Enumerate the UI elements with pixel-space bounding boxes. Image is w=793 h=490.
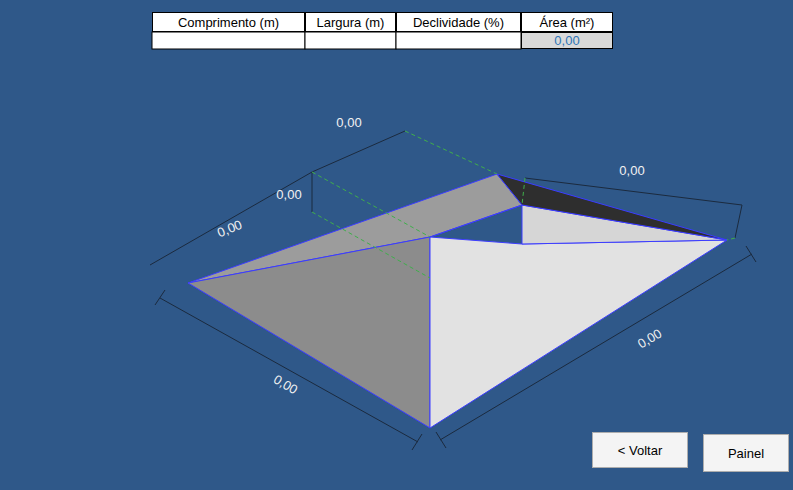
table-value: 0,00	[521, 32, 613, 49]
dimension-lines	[150, 131, 756, 450]
table-header: Comprimento (m)	[152, 12, 305, 32]
button: < Voltar	[592, 432, 688, 468]
table-header: Declividade (%)	[396, 12, 521, 32]
dimension-value: 0,00	[636, 326, 664, 350]
extension-lines	[312, 131, 735, 278]
roof-face	[497, 174, 727, 240]
table-header: Área (m²)	[521, 12, 613, 32]
button-label: Painel	[728, 446, 764, 461]
dimension-value: 0,00	[619, 164, 644, 177]
dimension-value: 0,00	[216, 217, 244, 239]
table-header: Largura (m)	[305, 12, 396, 32]
button: Painel	[703, 434, 789, 472]
table-cell	[152, 32, 305, 49]
roof-face	[430, 237, 727, 428]
table-cell	[396, 32, 521, 49]
dimension-value: 0,00	[272, 372, 300, 396]
table-cell	[305, 32, 396, 49]
dimension-value: 0,00	[336, 116, 361, 129]
dimension-value: 0,00	[276, 188, 301, 201]
roof-face	[188, 237, 430, 428]
button-label: < Voltar	[618, 443, 662, 458]
